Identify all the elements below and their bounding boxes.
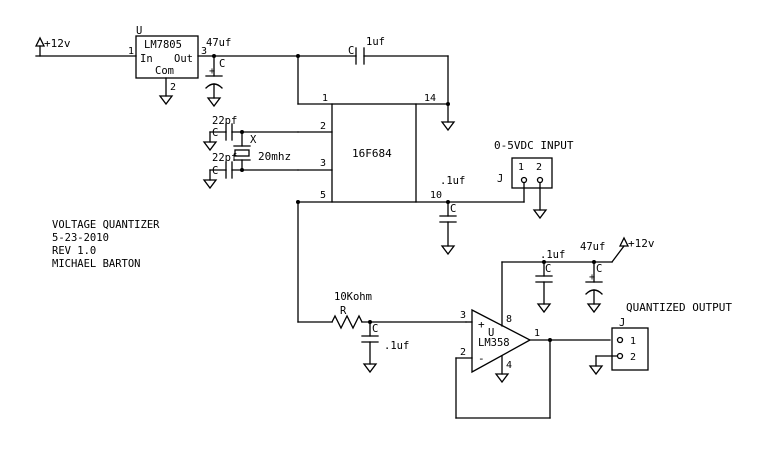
mcu-pin1: 1 [322, 93, 328, 104]
mcu-part: 16F684 [352, 147, 392, 160]
output-connector: QUANTIZED OUTPUT J 1 2 [588, 301, 732, 376]
output-conn-ref: J [619, 317, 625, 329]
mcu-pin10: 10 [430, 190, 442, 201]
opamp-pin2: 2 [460, 347, 466, 358]
regulator-pin-out: 3 [201, 46, 207, 57]
note-line2: 5-23-2010 [52, 232, 109, 244]
input-conn-title: 0-5VDC INPUT [494, 139, 574, 152]
crystal-ref: X [250, 134, 257, 146]
note-line1: VOLTAGE QUANTIZER [52, 219, 160, 231]
cap-op1-value: .1uf [540, 249, 565, 261]
regulator-ref: U [136, 25, 142, 37]
supply2-label: +12v [628, 237, 655, 250]
output-conn-pin2: 2 [630, 352, 636, 363]
note-line3: REV 1.0 [52, 245, 96, 257]
svg-text:+: + [209, 66, 215, 77]
regulator-pin-out-name: Out [174, 53, 193, 65]
cap-xtal2-ref: C [212, 165, 218, 177]
cap-op2-ref: C [596, 263, 602, 275]
supply-label: +12v [44, 37, 71, 50]
input-connector: 0-5VDC INPUT 1 2 J [494, 139, 574, 220]
opamp-minus: - [478, 352, 485, 365]
opamp-part: LM358 [478, 337, 510, 349]
input-conn-pin1: 1 [518, 162, 524, 173]
regulator-pin-com: 2 [170, 82, 176, 93]
cap-filter-ref: C [372, 323, 378, 335]
ground-symbol-reg [158, 95, 174, 106]
cap-xtal2-value: 22pf [212, 152, 237, 164]
cap-input-filter: .1uf C [439, 175, 465, 256]
output-conn-pin1: 1 [630, 336, 636, 347]
regulator-pin-in-name: In [140, 53, 153, 65]
opamp-plus: + [478, 318, 485, 331]
cap-1uf-bypass: 1uf C [296, 36, 456, 132]
cap-op2-value: 47uf [580, 241, 605, 253]
regulator-lm7805: U LM7805 In Out Com 1 3 2 [128, 25, 357, 106]
opamp-pin1: 1 [534, 328, 540, 339]
cap-xtal1-ref: C [212, 127, 218, 139]
cap-op1-ref: C [545, 263, 551, 275]
mcu-pin14: 14 [424, 93, 436, 104]
cap-bypass-value: 1uf [366, 36, 385, 48]
regulator-pin-in: 1 [128, 46, 134, 57]
cap-xtal1-value: 22pf [212, 115, 237, 127]
input-conn-ref: J [497, 173, 503, 185]
resistor-ref: R [340, 305, 347, 317]
crystal-network: 22pf C 22pf C X 20mhz [202, 115, 299, 190]
mcu-16f684: 16F684 1 14 2 3 5 10 [296, 55, 525, 204]
mcu-pin5: 5 [320, 190, 326, 201]
regulator-part: LM7805 [144, 39, 182, 51]
cap-47uf-reg-out: 47uf C + [205, 37, 231, 108]
opamp-pin3: 3 [460, 310, 466, 321]
opamp-supply: .1uf C 47uf C + +12v [501, 236, 655, 314]
regulator-pin-com-name: Com [155, 65, 174, 77]
mcu-pin2: 2 [320, 121, 326, 132]
output-conn-title: QUANTIZED OUTPUT [626, 301, 732, 314]
mcu-pin3: 3 [320, 158, 326, 169]
supply-12v: +12v [34, 36, 137, 57]
note-line4: MICHAEL BARTON [52, 258, 141, 270]
cap-in-ref: C [450, 203, 456, 215]
cap-out-value: 47uf [206, 37, 231, 49]
rc-filter: 10Kohm R C .1uf [297, 201, 467, 374]
opamp-pin4: 4 [506, 360, 512, 371]
opamp-ref: U [488, 327, 494, 339]
cap-filter-value: .1uf [384, 340, 409, 352]
input-conn-pin2: 2 [536, 162, 542, 173]
cap-bypass-ref: C [348, 45, 354, 57]
resistor-value: 10Kohm [334, 291, 372, 303]
crystal-value: 20mhz [258, 150, 291, 163]
cap-out-ref: C [219, 58, 225, 70]
cap-in-value: .1uf [440, 175, 465, 187]
opamp-lm358: + - U LM358 3 2 1 8 4 [455, 261, 611, 419]
opamp-pin8: 8 [506, 314, 512, 325]
svg-text:+: + [589, 272, 595, 283]
title-block: VOLTAGE QUANTIZER 5-23-2010 REV 1.0 MICH… [52, 219, 160, 270]
